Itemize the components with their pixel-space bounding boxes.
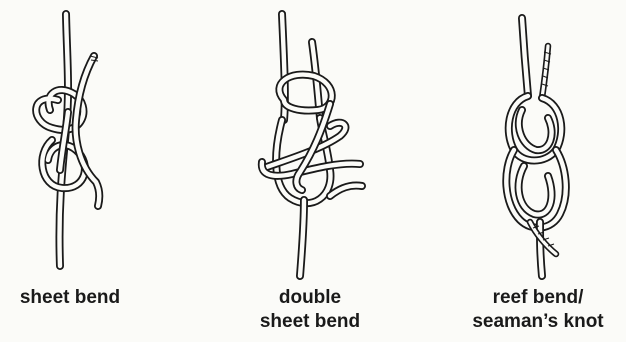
- caption-line: double: [230, 286, 390, 310]
- caption-line: sheet bend: [0, 286, 140, 310]
- reef-bend-illustration: [506, 18, 566, 276]
- sheet-bend-caption: sheet bend: [0, 286, 140, 310]
- double-sheet-bend-caption: double sheet bend: [230, 286, 390, 334]
- caption-line: seaman’s knot: [450, 310, 626, 334]
- caption-line: reef bend/: [450, 286, 626, 310]
- reef-bend-caption: reef bend/ seaman’s knot: [450, 286, 626, 334]
- double-sheet-bend-illustration: [262, 14, 362, 276]
- caption-line: sheet bend: [230, 310, 390, 334]
- sheet-bend-illustration: [36, 14, 99, 266]
